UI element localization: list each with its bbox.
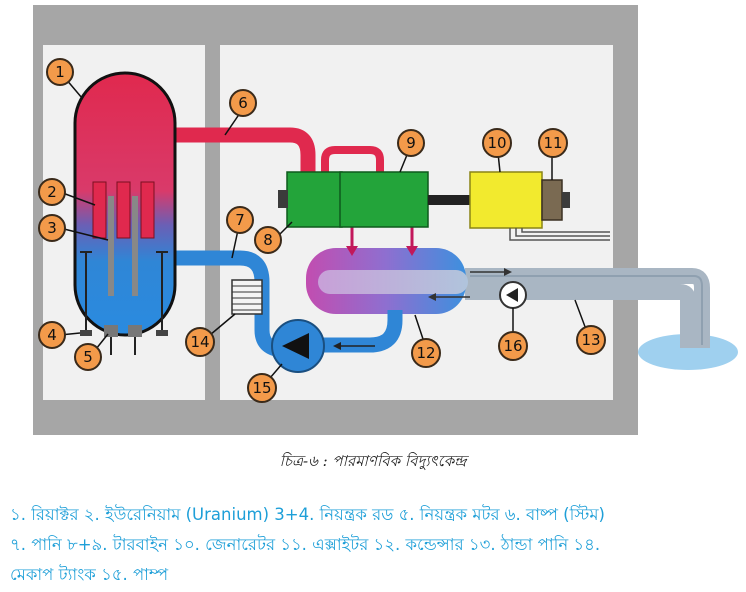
- label-10-text: 10: [487, 134, 506, 152]
- label-13: 13: [576, 325, 606, 355]
- label-2-text: 2: [47, 183, 57, 201]
- label-16: 16: [498, 331, 528, 361]
- legend-line-2: ৭. পানি ৮+৯. টারবাইন ১০. জেনারেটর ১১. এক…: [10, 535, 601, 554]
- control-motor: [128, 325, 142, 337]
- control-rod: [132, 196, 138, 296]
- label-6-text: 6: [238, 94, 248, 112]
- label-1: 1: [46, 58, 74, 86]
- label-5-text: 5: [83, 348, 93, 366]
- label-5: 5: [74, 343, 102, 371]
- label-6: 6: [229, 89, 257, 117]
- figure-caption: চিত্র-৬ : পারমাণবিক বিদ্যুৎকেন্দ্র: [279, 452, 467, 470]
- uranium-rod: [116, 181, 131, 239]
- label-15-text: 15: [252, 379, 271, 397]
- condenser-tubes: [318, 270, 468, 294]
- label-16-text: 16: [503, 337, 522, 355]
- legend-line-1: ১. রিয়াক্টর ২. ইউরেনিয়াম (Uranium) 3+4…: [10, 505, 605, 524]
- label-8: 8: [254, 226, 282, 254]
- label-14: 14: [185, 327, 215, 357]
- legend-line-3: মেকাপ ট্যাংক ১৫. পাম্প: [10, 565, 169, 584]
- uranium-rod: [140, 181, 155, 239]
- label-7: 7: [226, 206, 254, 234]
- label-4: 4: [38, 321, 66, 349]
- label-3-text: 3: [47, 219, 57, 237]
- power-plant-diagram: 1 2 3 4 5 6 7 8 9 10 11 12 13 14 15 16: [33, 5, 738, 435]
- label-11-text: 11: [543, 134, 562, 152]
- label-3: 3: [38, 214, 66, 242]
- label-12-text: 12: [416, 344, 435, 362]
- label-12: 12: [411, 338, 441, 368]
- label-9-text: 9: [406, 134, 416, 152]
- label-8-text: 8: [263, 231, 273, 249]
- label-15: 15: [247, 373, 277, 403]
- label-4-text: 4: [47, 326, 57, 344]
- label-10: 10: [482, 128, 512, 158]
- label-14-text: 14: [190, 333, 209, 351]
- cooling-water-pool: [638, 334, 738, 370]
- makeup-tank: [231, 279, 263, 315]
- label-2: 2: [38, 178, 66, 206]
- steam-pipe: [170, 127, 316, 178]
- legend: ১. রিয়াক্টর ২. ইউরেনিয়াম (Uranium) 3+4…: [10, 500, 740, 590]
- turbine-8: [286, 171, 343, 228]
- exciter: [541, 179, 563, 221]
- turbine-9: [339, 171, 429, 228]
- label-9: 9: [397, 129, 425, 157]
- generator: [469, 171, 543, 229]
- label-11: 11: [538, 128, 568, 158]
- control-rod: [108, 196, 114, 296]
- label-13-text: 13: [581, 331, 600, 349]
- label-7-text: 7: [235, 211, 245, 229]
- label-1-text: 1: [55, 63, 65, 81]
- uranium-rod: [92, 181, 107, 239]
